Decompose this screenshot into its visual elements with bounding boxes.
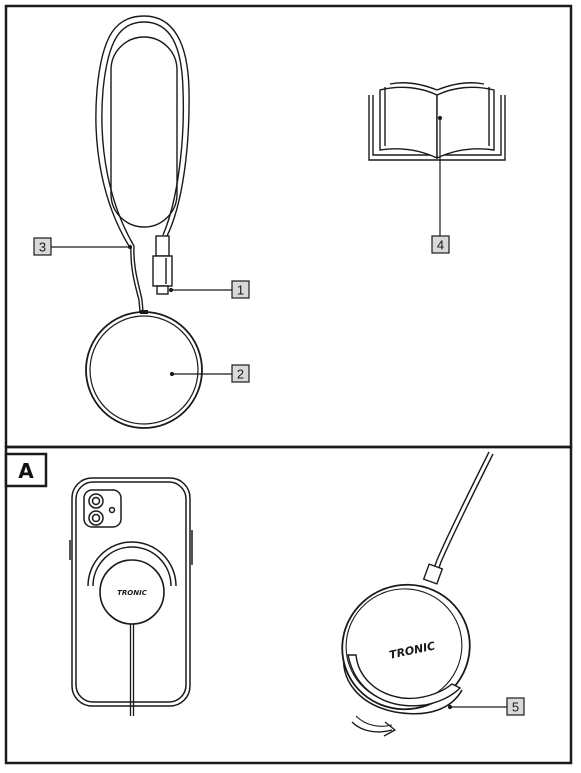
usb-c-connector <box>152 235 173 295</box>
callout-5-label: 5 <box>512 700 519 715</box>
callout-4-label: 4 <box>437 238 444 253</box>
callout-2-label: 2 <box>237 367 244 382</box>
callout-2: 2 <box>231 364 250 383</box>
callout-3: 3 <box>33 237 52 256</box>
pad-with-stand <box>341 451 494 737</box>
panel-bottom-frame <box>4 445 573 765</box>
callout-4: 4 <box>431 235 450 254</box>
attached-pad: TRONIC <box>99 559 165 716</box>
cable-illustration <box>95 15 190 313</box>
charging-pad <box>85 310 203 429</box>
callout-leaders-top <box>51 115 443 377</box>
callout-1: 1 <box>231 280 250 299</box>
manual-book-icon <box>368 82 506 161</box>
callout-1-label: 1 <box>237 283 244 298</box>
callout-3-label: 3 <box>39 240 46 255</box>
brand-label-phone: TRONIC <box>117 589 148 597</box>
callout-leaders-bottom <box>447 704 507 710</box>
section-letter-a: A <box>18 459 34 483</box>
callout-5: 5 <box>506 697 525 716</box>
section-tab: A <box>4 452 48 488</box>
